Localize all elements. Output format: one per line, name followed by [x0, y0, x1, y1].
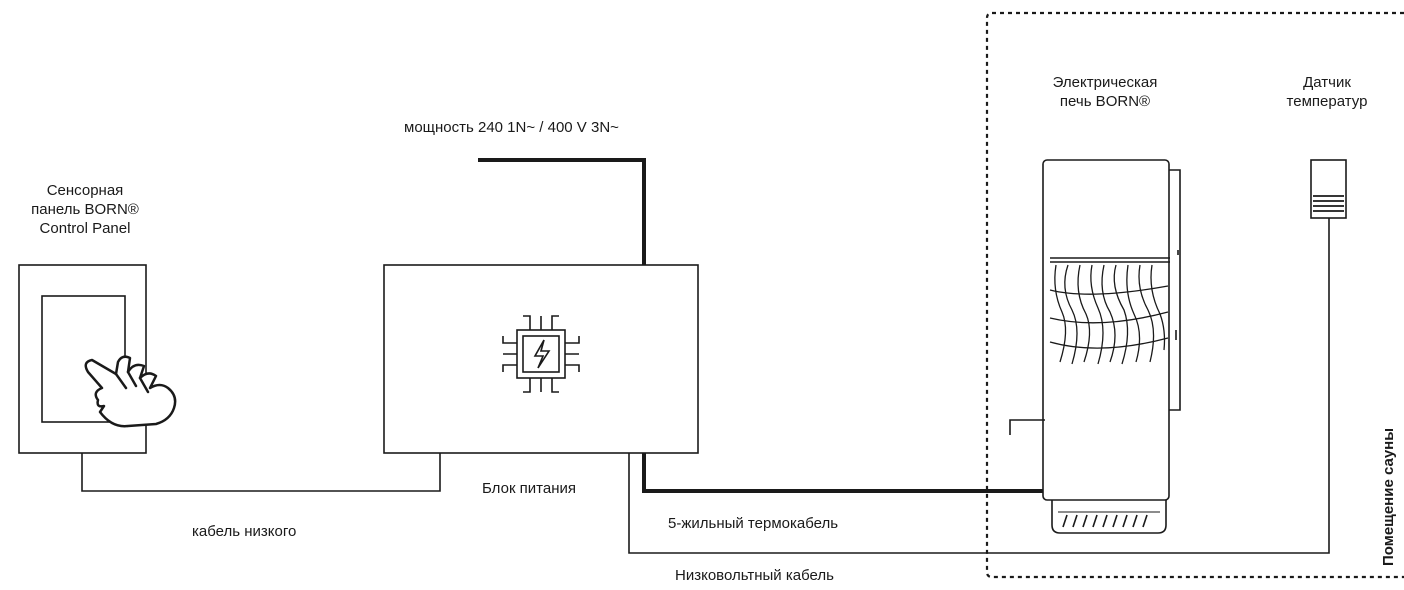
- low-cable: [81, 453, 441, 492]
- power-unit-box: [383, 264, 699, 454]
- power-label: мощность 240 1N~ / 400 V 3N~: [404, 119, 619, 136]
- touch-panel-label-line-1: Сенсорная: [46, 182, 124, 199]
- sauna-room-label: Помещение сауны: [1380, 427, 1397, 566]
- thermo-cable-label: 5-жильный термокабель: [668, 515, 839, 532]
- sensor-label-line-2: температур: [1286, 93, 1368, 110]
- heater-label-line-1: Электрическая: [1052, 74, 1158, 91]
- touch-panel-label-line-3: Control Panel: [39, 220, 131, 237]
- hand-touch-icon: [84, 355, 177, 428]
- low-voltage-cable: [628, 218, 1330, 554]
- sensor-label: Датчик температур: [1262, 73, 1392, 111]
- touch-panel-label: Сенсорная панель BORN® Control Panel: [10, 181, 160, 238]
- sensor-label-line-1: Датчик: [1303, 74, 1351, 91]
- power-unit-label: Блок питания: [482, 480, 576, 497]
- low-voltage-cable-label: Низковольтный кабель: [675, 567, 834, 584]
- heater-label: Электрическая печь BORN®: [1030, 73, 1180, 111]
- heater-label-line-2: печь BORN®: [1059, 93, 1151, 110]
- touch-panel-label-line-2: панель BORN®: [31, 201, 139, 218]
- low-cable-label: кабель низкого: [192, 523, 297, 540]
- temperature-sensor-icon: [1310, 159, 1347, 219]
- thermo-cable: [642, 453, 1052, 493]
- sauna-room-boundary: [985, 11, 1404, 579]
- sauna-heater-icon: [1009, 159, 1181, 534]
- chip-lightning-icon: [502, 315, 580, 393]
- power-cable: [478, 158, 646, 265]
